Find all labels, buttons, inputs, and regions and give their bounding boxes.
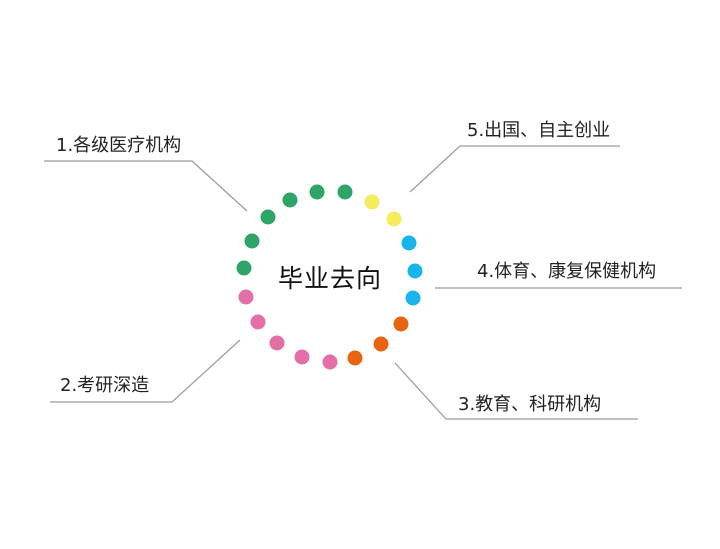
dot-pink <box>294 349 310 365</box>
dot-pink <box>238 289 254 305</box>
dot-green <box>236 260 252 276</box>
connector-line-2 <box>50 339 241 403</box>
center-title: 毕业去向 <box>278 264 383 293</box>
dot-green <box>260 209 276 225</box>
dot-green <box>309 184 325 200</box>
dot-green <box>282 192 298 208</box>
dot-blue <box>401 235 417 251</box>
dot-yellow <box>364 194 380 210</box>
dot-green <box>337 184 353 200</box>
label-education-research: 3.教育、科研机构 <box>458 394 602 415</box>
dot-pink <box>250 314 266 330</box>
connector-line-1 <box>44 160 248 212</box>
label-sports-rehab: 4.体育、康复保健机构 <box>477 261 657 282</box>
dot-orange <box>393 316 409 332</box>
dot-pink <box>322 354 338 370</box>
dot-pink <box>269 335 285 351</box>
connector-line-5 <box>409 145 620 193</box>
dot-orange <box>347 350 363 366</box>
label-abroad-startup: 5.出国、自主创业 <box>467 120 611 141</box>
label-medical-institutions: 1.各级医疗机构 <box>56 135 182 156</box>
dot-blue <box>405 290 421 306</box>
connector-line-3 <box>394 362 638 420</box>
dot-yellow <box>386 211 402 227</box>
dot-orange <box>373 336 389 352</box>
dot-green <box>244 233 260 249</box>
label-graduate-study: 2.考研深造 <box>60 375 150 396</box>
dot-blue <box>407 263 423 279</box>
